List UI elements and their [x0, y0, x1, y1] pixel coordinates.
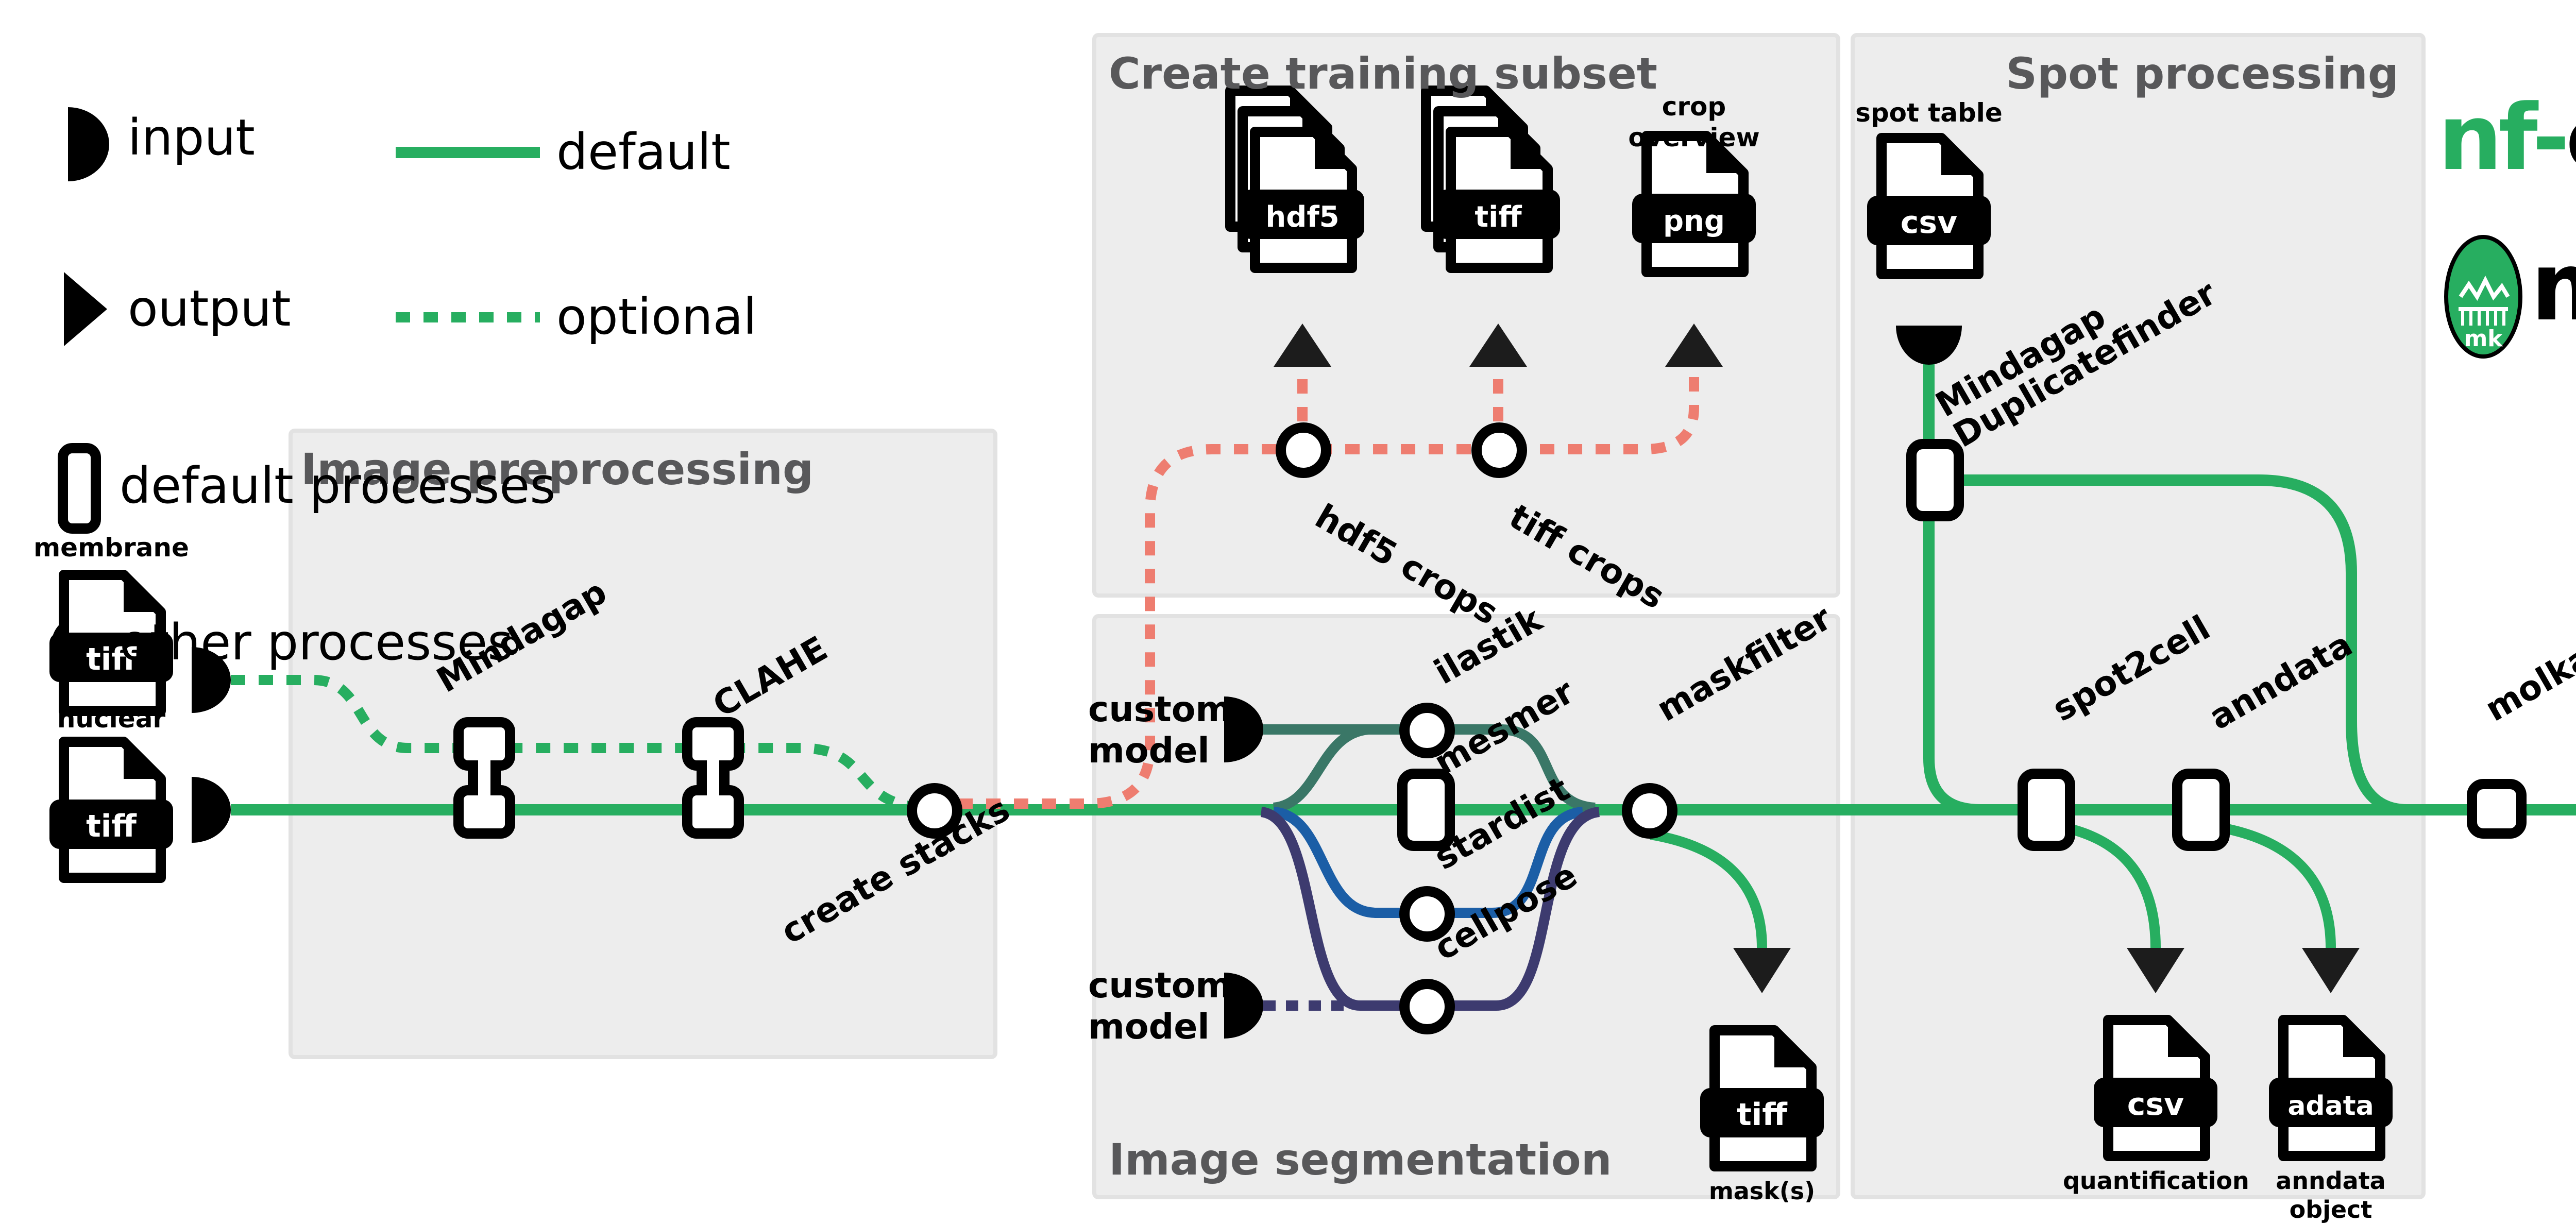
wire-dupfinder-branch [1964, 474, 2408, 815]
legend-input-icon [68, 107, 109, 181]
nuclear-file-icon: tiff [47, 736, 175, 884]
spot-table-file-icon: csv [1865, 132, 1993, 280]
svg-text:png: png [1663, 205, 1725, 238]
tiff-stack-icon: tiff [1421, 86, 1562, 274]
crop-overview-label: crop overview [1628, 91, 1760, 152]
wire-anndata-out [2212, 821, 2336, 948]
legend-output-label: output [128, 280, 291, 338]
process-clahe [682, 717, 744, 839]
input-marker-spot-table [1896, 326, 1962, 365]
wire-spot-table [1923, 363, 1981, 815]
logo-nfcore: nf-core/ [2438, 87, 2576, 192]
output-triangle-hdf5 [1274, 324, 1331, 367]
anndata-object-label: anndata object [2276, 1166, 2386, 1224]
legend-default-process-icon [58, 443, 101, 534]
nuclear-file-label: nuclear [57, 703, 166, 734]
title-spot-processing: Spot processing [2006, 49, 2399, 99]
process-mesmer [1397, 769, 1455, 851]
svg-text:tiff: tiff [86, 808, 137, 844]
custom-model-top-label: custom model [1088, 690, 1232, 772]
process-ilastik [1398, 702, 1454, 757]
wire-spot2cell-out [2058, 821, 2161, 948]
mask-file-icon: tiff [1698, 1024, 1826, 1172]
spot-table-label: spot table [1855, 97, 2003, 128]
logo-molkart: molkart [2531, 231, 2576, 342]
process-spot2cell [2018, 769, 2075, 851]
title-image-segmentation: Image segmentation [1109, 1135, 1612, 1185]
svg-text:csv: csv [1901, 205, 1957, 241]
legend-default-label: default [556, 124, 731, 181]
crop-overview-file-icon: png [1630, 130, 1758, 278]
svg-text:adata: adata [2287, 1091, 2374, 1121]
process-mindagap [453, 717, 515, 839]
output-triangle-quantification [2127, 948, 2184, 993]
output-triangle-png [1665, 324, 1723, 367]
svg-text:mk: mk [2464, 326, 2503, 352]
quantification-file-icon: csv [2092, 1014, 2219, 1162]
process-molkartqc [2467, 779, 2527, 839]
title-create-training-subset: Create training subset [1109, 49, 1657, 99]
svg-text:tiff: tiff [86, 641, 137, 677]
hdf5-stack-icon: hdf5 [1225, 86, 1366, 274]
molkart-badge-icon: mk [2444, 235, 2522, 367]
input-marker-nuclear [192, 777, 231, 843]
wire-membrane-optional [231, 675, 922, 813]
title-image-preprocessing: Image preprocessing [301, 445, 814, 495]
logo-nf: nf- [2438, 87, 2570, 192]
custom-model-bottom-label: custom model [1088, 966, 1232, 1048]
wire-training-salmon [958, 373, 1699, 809]
legend-default-processes-label: default processes [120, 457, 556, 515]
svg-text:tiff: tiff [1737, 1097, 1788, 1133]
mask-file-label: mask(s) [1708, 1177, 1816, 1205]
output-triangle-anndata [2302, 948, 2360, 993]
input-marker-membrane [192, 647, 231, 713]
process-duplicatefinder [1906, 439, 1964, 521]
output-triangle-tiff [1469, 324, 1527, 367]
svg-text:hdf5: hdf5 [1265, 200, 1339, 234]
legend-optional-label: optional [556, 288, 757, 346]
legend-other-processes-label: other processes [120, 614, 514, 672]
logo-core: core/ [2566, 87, 2576, 192]
quantification-label: quantification [2063, 1166, 2249, 1195]
legend-output-icon [64, 272, 107, 346]
membrane-file-label: membrane [33, 532, 189, 563]
wire-ilastik-join [1273, 724, 1369, 813]
anndata-object-file-icon: adata [2267, 1014, 2395, 1162]
wire-ilastik [1263, 724, 1596, 813]
svg-text:tiff: tiff [1475, 200, 1522, 234]
output-triangle-mask [1733, 948, 1791, 993]
membrane-file-icon: tiff [47, 569, 175, 717]
input-marker-custom-model-top [1224, 696, 1263, 762]
input-marker-custom-model-bottom [1224, 973, 1263, 1039]
svg-text:csv: csv [2127, 1086, 2184, 1123]
legend-input-label: input [128, 109, 255, 167]
process-hdf5-crops [1275, 421, 1330, 477]
wire-maskfilter-out [1650, 829, 1767, 948]
process-anndata [2172, 769, 2230, 851]
